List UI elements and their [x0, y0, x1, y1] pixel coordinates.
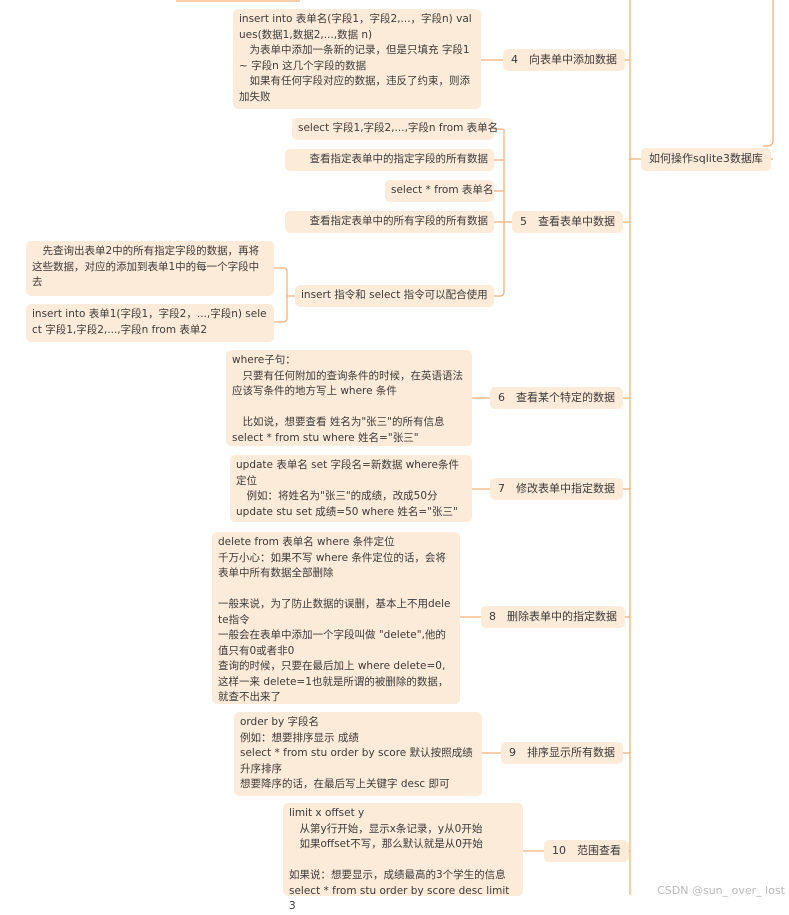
note-insert-select-example: insert into 表单1(字段1，字段2，...,字段n) select …	[26, 304, 274, 342]
note-select-all-desc: 查看指定表单中的所有字段的所有数据	[285, 211, 494, 233]
topic-where[interactable]: 6 查看某个特定的数据	[490, 387, 623, 409]
note-insert-select: insert 指令和 select 指令可以配合使用	[295, 285, 494, 307]
connector-18	[494, 128, 505, 131]
watermark: CSDN @sun_ over_ lost	[657, 884, 785, 897]
note-where: where子句： 只要有任何附加的查询条件的时候，在英语语法应该写条件的地方写上…	[226, 350, 472, 446]
note-insert-select-desc: 先查询出表单2中的所有指定字段的数据，再将这些数据，对应的添加到表单1中的每一个…	[26, 241, 274, 296]
note-delete: delete from 表单名 where 条件定位 千万小心：如果不写 whe…	[212, 532, 460, 704]
note-select-fields: select 字段1,字段2,...,字段n from 表单名	[292, 118, 498, 140]
connector-22	[494, 222, 505, 297]
topic-update[interactable]: 7 修改表单中指定数据	[490, 478, 623, 500]
note-order: order by 字段名 例如：想要排序显示 成绩 select * from …	[234, 712, 482, 796]
note-insert: insert into 表单名(字段1，字段2,...，字段n) values(…	[233, 9, 481, 109]
topic-limit[interactable]: 10 范围查看	[544, 840, 629, 862]
note-select-fields-desc: 查看指定表单中的指定字段的所有数据	[285, 149, 494, 171]
note-update: update 表单名 set 字段名=新数据 where条件定位 例如：将姓名为…	[230, 455, 472, 522]
topic-insert[interactable]: 4 向表单中添加数据	[503, 49, 625, 71]
connector-0	[763, 0, 774, 147]
connector-17	[503, 130, 512, 223]
root-node[interactable]: 如何操作sqlite3数据库	[641, 148, 771, 171]
connector-24	[274, 296, 288, 323]
topic-delete[interactable]: 8 删除表单中的指定数据	[481, 606, 625, 628]
topic-select[interactable]: 5 查看表单中数据	[512, 211, 623, 233]
note-select-all: select * from 表单名	[385, 180, 494, 202]
connector-23	[274, 267, 295, 297]
topic-order[interactable]: 9 排序显示所有数据	[501, 742, 623, 764]
note-limit: limit x offset y 从第y行开始，显示x条记录，y从0开始 如果o…	[283, 803, 523, 912]
